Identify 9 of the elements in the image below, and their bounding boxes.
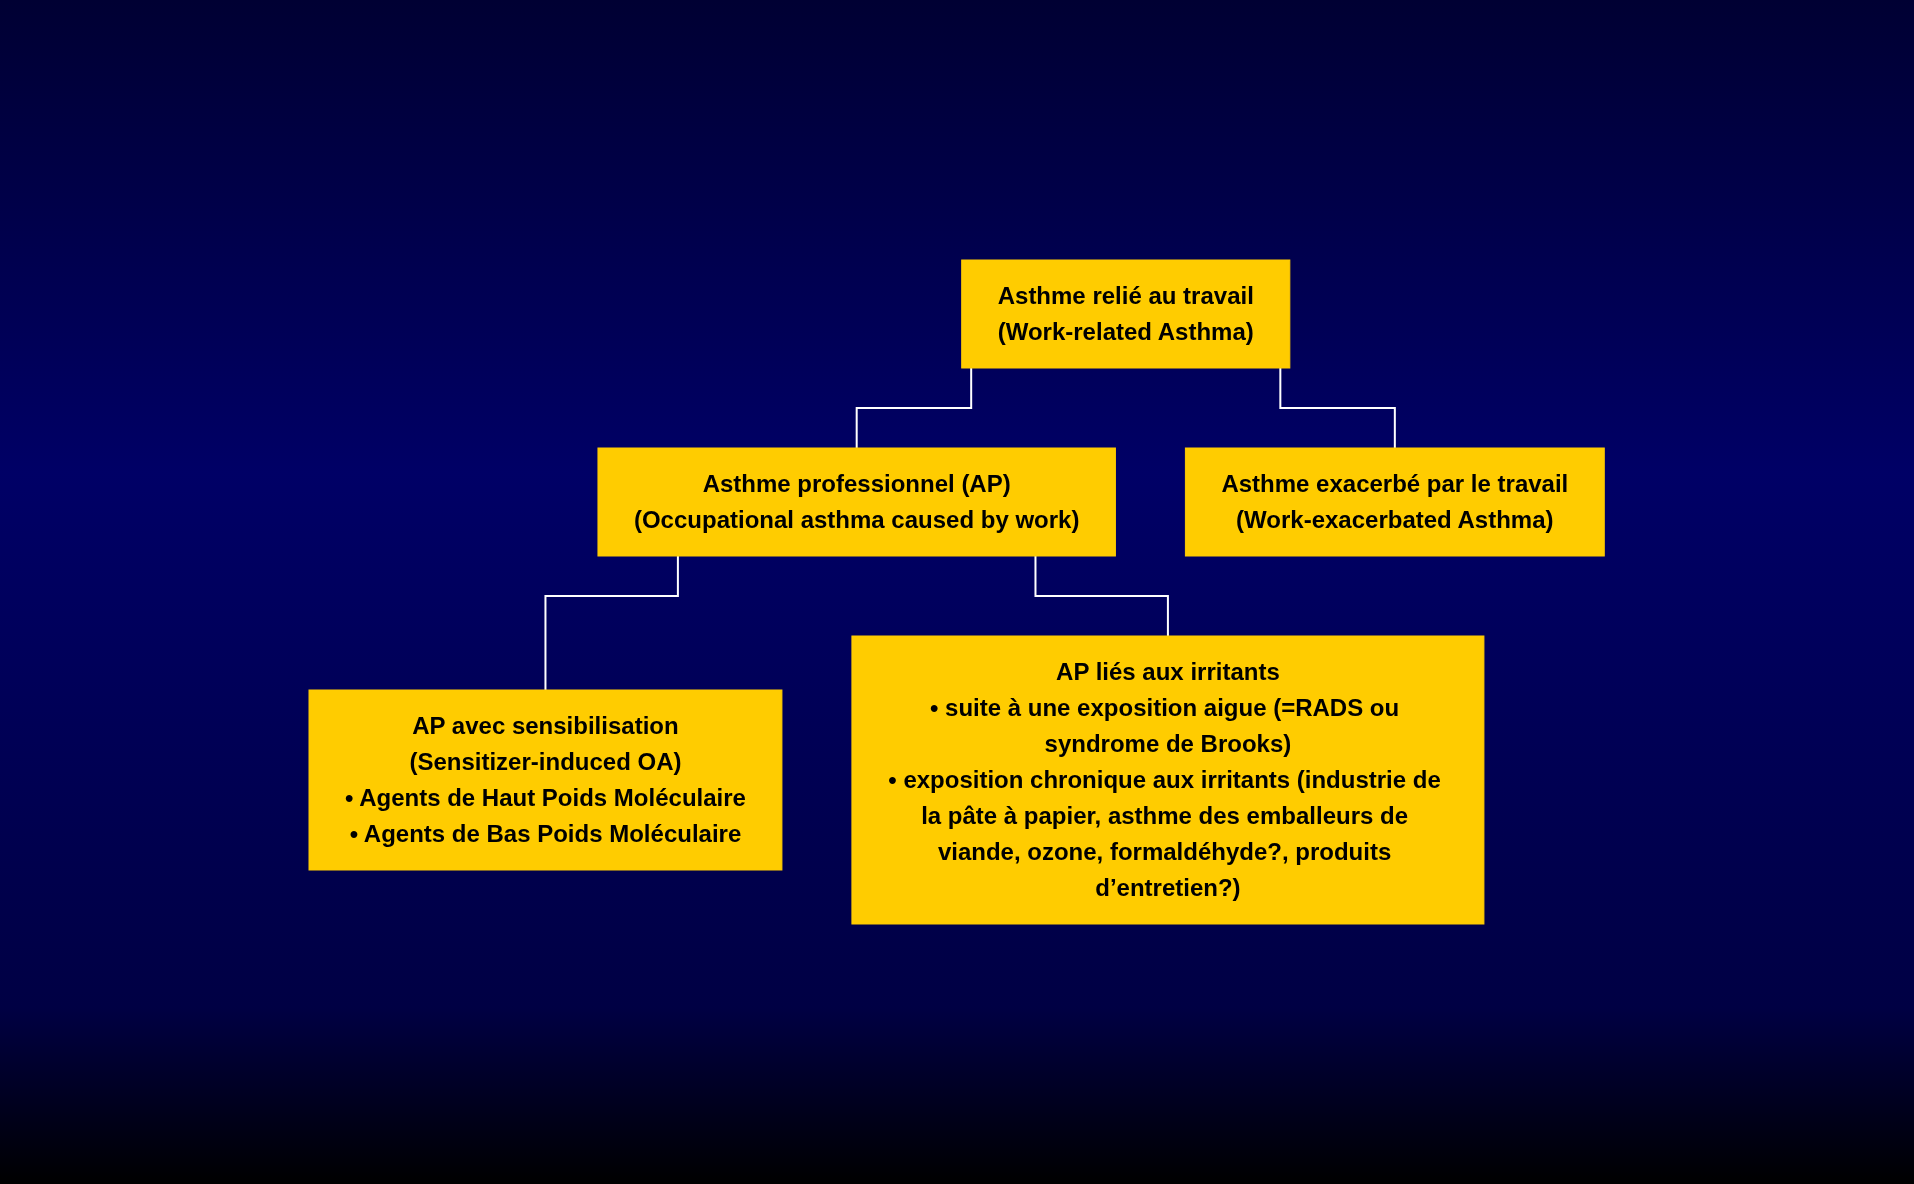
connector bbox=[1034, 555, 1170, 637]
connector bbox=[856, 367, 973, 449]
node-box: Asthme professionnel (AP) (Occupational asthma caused by work) bbox=[597, 447, 1117, 557]
node-box: AP avec sensibilisation (Sensitizer-induced OA) • Agents de Haut Poids Moléculaire • Agents de Bas Poids Moléculaire bbox=[308, 689, 783, 871]
node-box: Asthme relié au travail (Work-related Asthma) bbox=[961, 259, 1291, 369]
node-box: AP liés aux irritants • suite à une exposition aigue (=RADS ou syndrome de Brooks) • exposition chronique aux irritants (industrie de la pâte à papier, asthme des emballeurs de viande, ozone, formaldéhyde?, produits d’entretien?) bbox=[851, 635, 1485, 925]
node-box: Asthme exacerbé par le travail (Work-exacerbated Asthma) bbox=[1185, 447, 1606, 557]
connector bbox=[1279, 367, 1397, 449]
connector bbox=[544, 555, 680, 691]
